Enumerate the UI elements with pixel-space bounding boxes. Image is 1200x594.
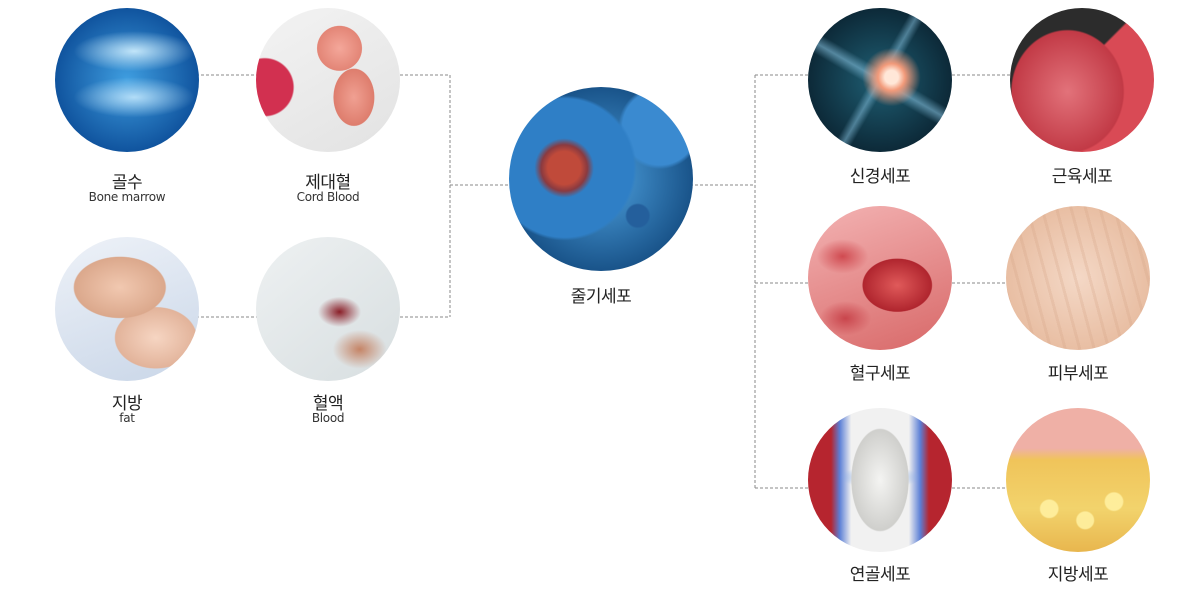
bone-marrow-label-en: Bone marrow <box>88 190 166 204</box>
target-muscle-cell: 근육세포 <box>1010 8 1154 188</box>
fat-label-en: fat <box>119 411 135 425</box>
cartilage-cell-image <box>808 408 952 552</box>
muscle-cell-image <box>1010 8 1154 152</box>
target-fat-cell: 지방세포 <box>1006 408 1150 588</box>
blood-label-ko: 혈액 <box>312 394 344 414</box>
skin-cell-label-ko: 피부세포 <box>1047 364 1109 384</box>
target-skin-cell: 피부세포 <box>1006 206 1150 386</box>
fat-image <box>55 237 199 381</box>
stem-cell-image <box>509 87 693 271</box>
stem-cell-label-ko: 줄기세포 <box>570 287 632 307</box>
muscle-cell-label-ko: 근육세포 <box>1051 167 1113 187</box>
source-fat: 지방 fat <box>55 237 199 432</box>
cord-blood-image <box>256 8 400 152</box>
target-nerve-cell: 신경세포 <box>808 8 952 188</box>
fat-cell-label-ko: 지방세포 <box>1047 565 1109 585</box>
source-cord-blood: 제대혈 Cord Blood <box>256 8 400 204</box>
nerve-cell-image <box>808 8 952 152</box>
blood-label-en: Blood <box>311 411 345 425</box>
cord-blood-label-en: Cord Blood <box>296 190 360 204</box>
bone-marrow-image <box>55 8 199 152</box>
source-blood: 혈액 Blood <box>256 237 400 432</box>
blood-image <box>256 237 400 381</box>
cord-blood-label-ko: 제대혈 <box>305 173 351 193</box>
nerve-cell-label-ko: 신경세포 <box>849 167 911 187</box>
blood-cell-label-ko: 혈구세포 <box>849 364 911 384</box>
source-bone-marrow: 골수 Bone marrow <box>55 8 199 204</box>
target-blood-cell: 혈구세포 <box>808 206 952 386</box>
target-cartilage-cell: 연골세포 <box>808 408 952 588</box>
fat-cell-image <box>1006 408 1150 552</box>
blood-cell-image <box>808 206 952 350</box>
center-stem-cell: 줄기세포 <box>509 87 693 312</box>
bone-marrow-label-ko: 골수 <box>111 173 143 193</box>
skin-cell-image <box>1006 206 1150 350</box>
fat-label-ko: 지방 <box>111 394 143 414</box>
cartilage-cell-label-ko: 연골세포 <box>849 565 911 585</box>
